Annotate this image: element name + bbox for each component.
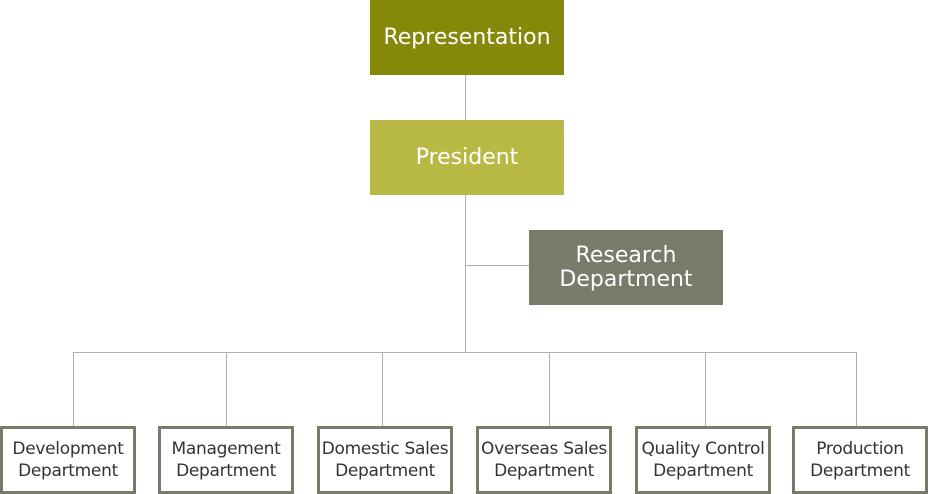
president-node: President (370, 120, 564, 195)
representation-node: Representation (370, 0, 564, 75)
department-label-line1: Domestic Sales (321, 439, 449, 459)
president-label: President (415, 144, 519, 170)
quality-control-department-node: Quality Control Department (635, 426, 771, 494)
overseas-sales-department-node: Overseas Sales Department (476, 426, 612, 494)
domestic-sales-department-node: Domestic Sales Department (317, 426, 453, 494)
management-department-node: Management Department (158, 426, 294, 494)
department-label-line2: Department (335, 461, 435, 481)
department-label-line2: Department (18, 461, 118, 481)
research-label-line2: Department (559, 266, 693, 292)
department-label-line1: Overseas Sales (481, 439, 607, 459)
department-label-line1: Development (12, 439, 124, 459)
department-label-line1: Quality Control (641, 439, 765, 459)
research-label-line1: Research (575, 242, 677, 268)
department-label-line2: Department (653, 461, 753, 481)
department-label-line2: Department (810, 461, 910, 481)
production-department-node: Production Department (792, 426, 928, 494)
development-department-node: Development Department (0, 426, 136, 494)
department-label-line2: Department (176, 461, 276, 481)
department-label-line2: Department (494, 461, 594, 481)
representation-label: Representation (383, 24, 551, 50)
department-label-line1: Management (171, 439, 281, 459)
department-label-line1: Production (816, 439, 904, 459)
research-department-node: Research Department (529, 230, 723, 305)
